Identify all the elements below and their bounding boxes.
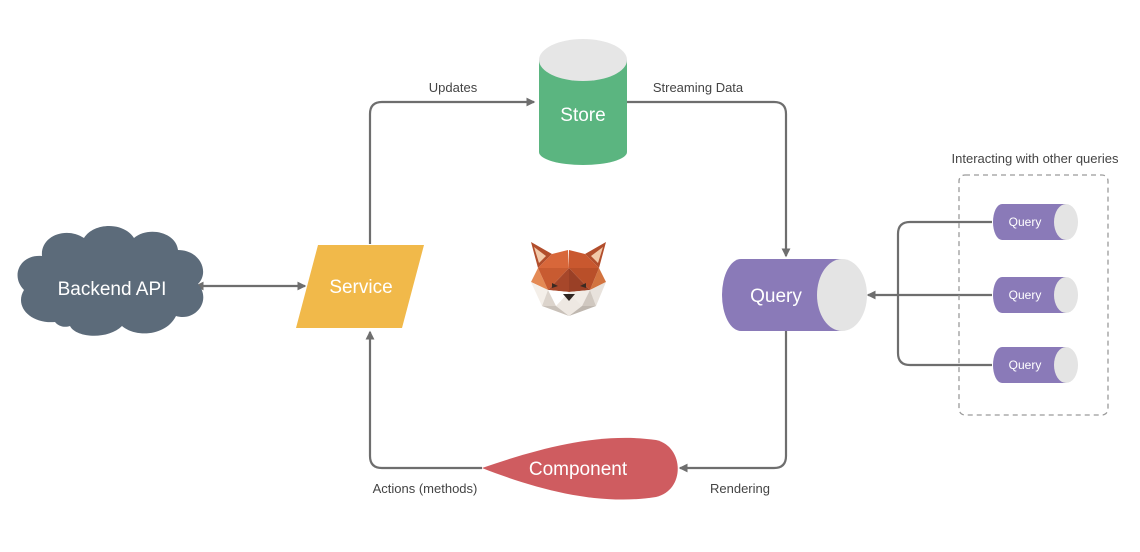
query-node: Query: [722, 259, 867, 331]
backend-api-node: Backend API: [17, 226, 204, 336]
updates-label: Updates: [429, 80, 478, 95]
actions-label: Actions (methods): [373, 481, 478, 496]
small-query-end: [1054, 347, 1078, 383]
query-group-box: [958, 174, 1109, 416]
service-shape: [296, 245, 424, 328]
service-label: Service: [329, 277, 392, 298]
small-query-3: Query: [993, 347, 1078, 383]
small-query-body: [993, 277, 1066, 313]
store-body: [539, 60, 627, 165]
small-query-label: Query: [1009, 288, 1042, 302]
rendering-connector: [678, 330, 788, 473]
store-node: Store: [539, 39, 627, 165]
small-query-end: [1054, 204, 1078, 240]
query-group-title: Interacting with other queries: [952, 151, 1119, 166]
query-end: [817, 259, 867, 331]
small-query-end: [1054, 277, 1078, 313]
small-query-label: Query: [1009, 358, 1042, 372]
component-shape: [482, 437, 678, 500]
component-node: Component: [482, 437, 678, 500]
shiba-logo-icon: [531, 242, 606, 316]
small-query-label: Query: [1009, 215, 1042, 229]
rendering-label: Rendering: [710, 481, 770, 496]
store-top: [539, 39, 627, 81]
query-body: [722, 259, 842, 331]
small-query-body: [993, 347, 1066, 383]
small-query-1: Query: [993, 204, 1078, 240]
small-query-body: [993, 204, 1066, 240]
streaming-data-connector: [626, 100, 791, 258]
actions-connector: [365, 330, 482, 470]
service-node: Service: [296, 245, 424, 328]
streaming-data-label: Streaming Data: [653, 80, 744, 95]
small-query-2: Query: [993, 277, 1078, 313]
backend-api-label: Backend API: [58, 279, 167, 300]
component-label: Component: [529, 459, 628, 480]
cloud-shape: [17, 226, 204, 336]
query-label: Query: [750, 286, 802, 307]
query-group: Interacting with other queries Query Que…: [952, 151, 1119, 416]
store-label: Store: [560, 105, 605, 126]
updates-connector: [368, 97, 536, 244]
query-group-connector: [896, 220, 992, 367]
